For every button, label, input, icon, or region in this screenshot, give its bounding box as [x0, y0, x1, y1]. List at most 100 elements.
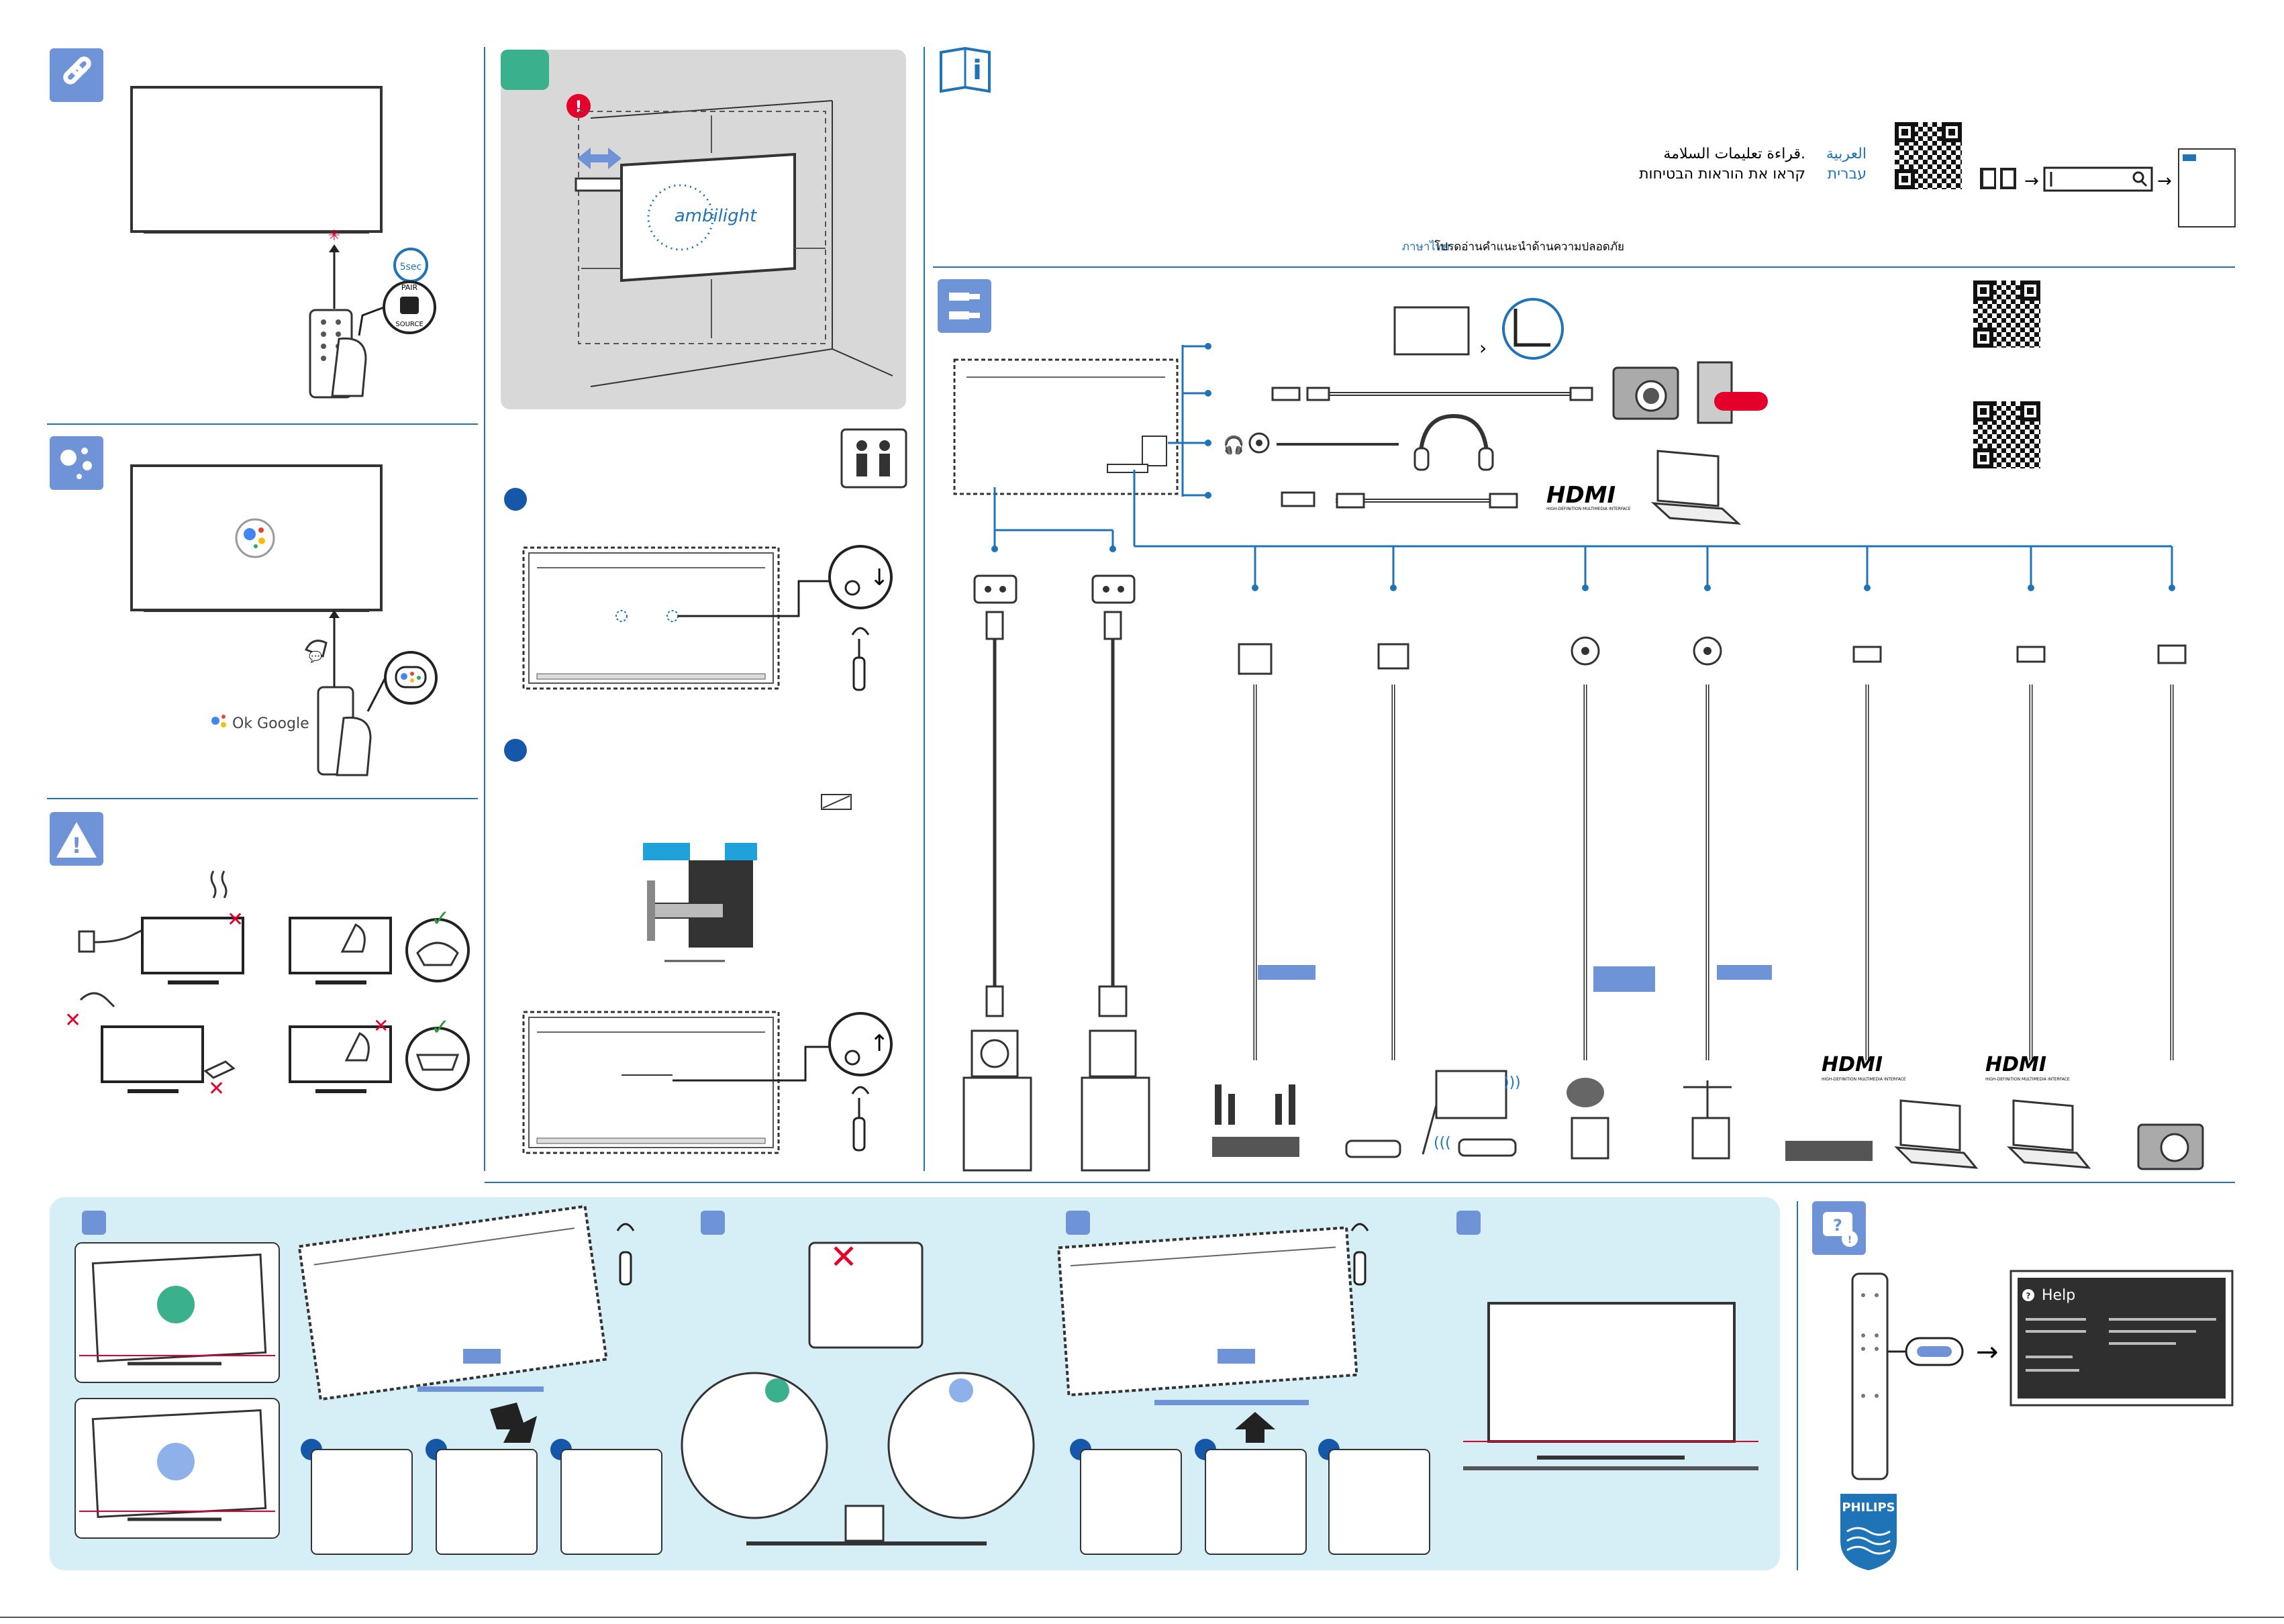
step-tile [1456, 1211, 1481, 1235]
screwdriver-icon [616, 1223, 635, 1286]
assistant-icon [50, 436, 103, 490]
step-badge [504, 488, 527, 511]
usb-drive-badge [1714, 392, 1768, 411]
manual-info-icon: i [940, 46, 991, 93]
google-assistant-logo [211, 715, 226, 727]
step-tile [1066, 1211, 1090, 1235]
lan-cable: ))) ((( [1345, 643, 1521, 1158]
satellite-dish-icon [1567, 1078, 1609, 1160]
hdmi-cable-1: HDMI HIGH-DEFINITION MULTIMEDIA INTERFAC… [1785, 646, 1979, 1169]
svg-text:›: › [1479, 337, 1487, 359]
svg-text:✕: ✕ [373, 1015, 389, 1037]
svg-text:→: → [2024, 171, 2039, 191]
screwdriver-icon [851, 627, 870, 691]
philips-logo: PHILIPS [1840, 1494, 1897, 1570]
svg-text:✕: ✕ [830, 1237, 858, 1276]
screwdriver-icon [851, 1086, 870, 1152]
laptop-icon [2007, 1099, 2091, 1169]
svg-text:!: ! [72, 833, 82, 858]
headphones-icon [1413, 413, 1494, 471]
svg-text:i: i [973, 55, 982, 86]
svg-text:→: → [2157, 171, 2172, 191]
svg-text:✕: ✕ [208, 1077, 225, 1101]
svg-text:🎧: 🎧 [1223, 435, 1244, 456]
svg-text:✳: ✳ [328, 227, 340, 244]
ambilight-logo: ambilight [647, 184, 757, 251]
usb-cable [2137, 644, 2204, 1170]
cable-label-box [1258, 965, 1315, 980]
brand-name: PHILIPS [1842, 1501, 1895, 1515]
wall-mount-panel: ! ambilight [501, 50, 906, 409]
tv-rear-connections [953, 358, 1179, 495]
camera-icon [2137, 1123, 2204, 1170]
home-theater-icon [1212, 1084, 1299, 1157]
hdmi-cable-2: HDMI HIGH-DEFINITION MULTIMEDIA INTERFAC… [1985, 646, 2091, 1169]
svg-text:!: ! [575, 97, 583, 116]
optical-cable [1212, 643, 1315, 1157]
svg-text:↓: ↓ [870, 564, 889, 591]
satellite-cable [1567, 636, 1655, 1160]
svg-text:?: ? [1833, 1216, 1842, 1235]
hdmi-logo: HDMI [1546, 482, 1616, 509]
manual-cover [2178, 148, 2236, 227]
caution-icon [566, 94, 591, 118]
help-section: ? ! → ? Help [1812, 1201, 2234, 1480]
remote-control-help [1851, 1272, 1889, 1480]
safety-text-hebrew: קראו את הוראות הבטיחות [1639, 166, 1805, 183]
hdmi-logo: HDMI [1985, 1053, 2046, 1076]
svg-text:💬: 💬 [309, 650, 322, 663]
search-box[interactable] [2043, 166, 2153, 192]
laptop-icon [1894, 1099, 1979, 1169]
search-icon[interactable] [2132, 171, 2148, 187]
language-hebrew[interactable]: עברית [1828, 166, 1867, 183]
step-tile [701, 1211, 725, 1235]
router-icon [1345, 1139, 1401, 1158]
ok-google-label: Ok Google [232, 715, 309, 732]
step-tile [82, 1211, 106, 1235]
svg-text:!: ! [1848, 1235, 1852, 1246]
source-label: SOURCE [395, 321, 423, 328]
hdmi-tagline: HIGH-DEFINITION MULTIMEDIA INTERFACE [1822, 1077, 1906, 1082]
hdmi-tagline: HIGH-DEFINITION MULTIMEDIA INTERFACE [1985, 1077, 2070, 1082]
svg-text:✓: ✓ [431, 905, 450, 932]
cable-label-box [1717, 965, 1772, 980]
screwdriver-icon [1350, 1223, 1369, 1286]
tv-screen [130, 86, 383, 233]
svg-text:✕: ✕ [64, 1009, 81, 1032]
blu-ray-player-icon [1785, 1141, 1873, 1161]
pair-remote-section: ✳ 5sec PAIR SOURCE [50, 48, 436, 399]
power-cable-uk [1081, 574, 1150, 1172]
camera-icon [1612, 366, 1679, 420]
ambilight-label: ambilight [675, 206, 757, 226]
pair-label: PAIR [401, 283, 418, 292]
svg-text:↑: ↑ [870, 1030, 889, 1057]
two-person-icon [840, 428, 907, 489]
step-badge [504, 739, 527, 762]
power-cable-eu [962, 574, 1032, 1172]
svg-text:))): ))) [1503, 1074, 1521, 1091]
section-badge-teal [501, 50, 549, 90]
svg-text:→: → [1976, 1337, 1999, 1368]
book-icon [1980, 168, 2016, 189]
svg-text:(((: ((( [1434, 1135, 1451, 1152]
qr-code-icon [1973, 401, 2040, 468]
safety-text-thai: โปรดอ่านคำแนะนำด้านความปลอดภัย [1434, 240, 1624, 254]
qr-code-icon [1895, 122, 1962, 189]
laptop-icon [1650, 450, 1742, 525]
assistant-section: 💬 Ok Google [50, 436, 438, 776]
svg-text:✕: ✕ [227, 908, 244, 931]
svg-text:✓: ✓ [431, 1014, 450, 1041]
antenna-icon [1683, 1080, 1732, 1160]
hdmi-logo: HDMI [1822, 1053, 1883, 1076]
antenna-cable [1683, 636, 1772, 1160]
safety-text-arabic: قراءة تعليمات السلامة. [1663, 146, 1805, 162]
language-thai[interactable]: ภาษาไทย [1402, 240, 1450, 254]
cable-label-box [1593, 966, 1655, 992]
svg-text:?: ? [2026, 1291, 2031, 1301]
connections-icon [938, 279, 991, 333]
safety-section: ! ✕ ✓ ✕ ✕ ✕ ✓ [50, 812, 470, 1101]
timer-label: 5sec [400, 262, 422, 272]
qr-code-icon [1973, 281, 2040, 348]
language-arabic[interactable]: العربية [1826, 146, 1867, 162]
